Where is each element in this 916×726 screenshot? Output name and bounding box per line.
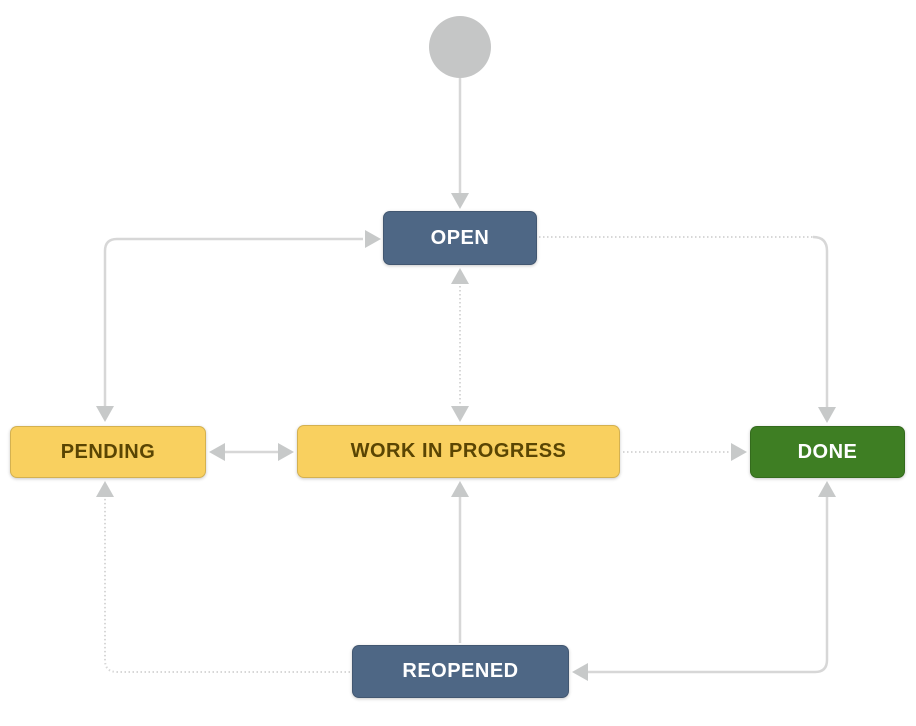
edge-line [103,237,363,406]
edge-start-to-open [451,78,469,209]
arrowhead-right-icon [731,443,747,461]
node-pending[interactable]: PENDING [10,426,206,478]
arrowhead-up-icon [818,481,836,497]
node-work-in-progress[interactable]: WORK IN PROGRESS [297,425,620,478]
arrowhead-right-icon [365,230,381,248]
edge-reopened-work-in-progress [451,481,469,643]
start-node-circle [429,16,491,78]
arrowhead-down-icon [451,406,469,422]
node-done[interactable]: DONE [750,426,905,478]
edge-open-pending [96,230,381,422]
edge-line [588,496,829,674]
arrowhead-left-icon [572,663,588,681]
arrowhead-down-icon [451,193,469,209]
arrowhead-up-icon [96,481,114,497]
arrowhead-right-icon [278,443,294,461]
edge-done-reopened [572,481,836,681]
arrowhead-down-icon [818,407,836,423]
edge-line [104,497,350,673]
arrowhead-up-icon [451,481,469,497]
edge-line [812,235,829,407]
edge-open-work-in-progress [451,268,469,422]
node-open[interactable]: OPEN [383,211,537,265]
arrowhead-left-icon [209,443,225,461]
arrowhead-down-icon [96,406,114,422]
node-reopened[interactable]: REOPENED [352,645,569,698]
edge-open-done [539,235,836,423]
edge-work-in-progress-done [623,443,747,461]
edge-pending-work-in-progress [209,443,294,461]
edge-reopened-pending [96,481,350,673]
arrowhead-up-icon [451,268,469,284]
